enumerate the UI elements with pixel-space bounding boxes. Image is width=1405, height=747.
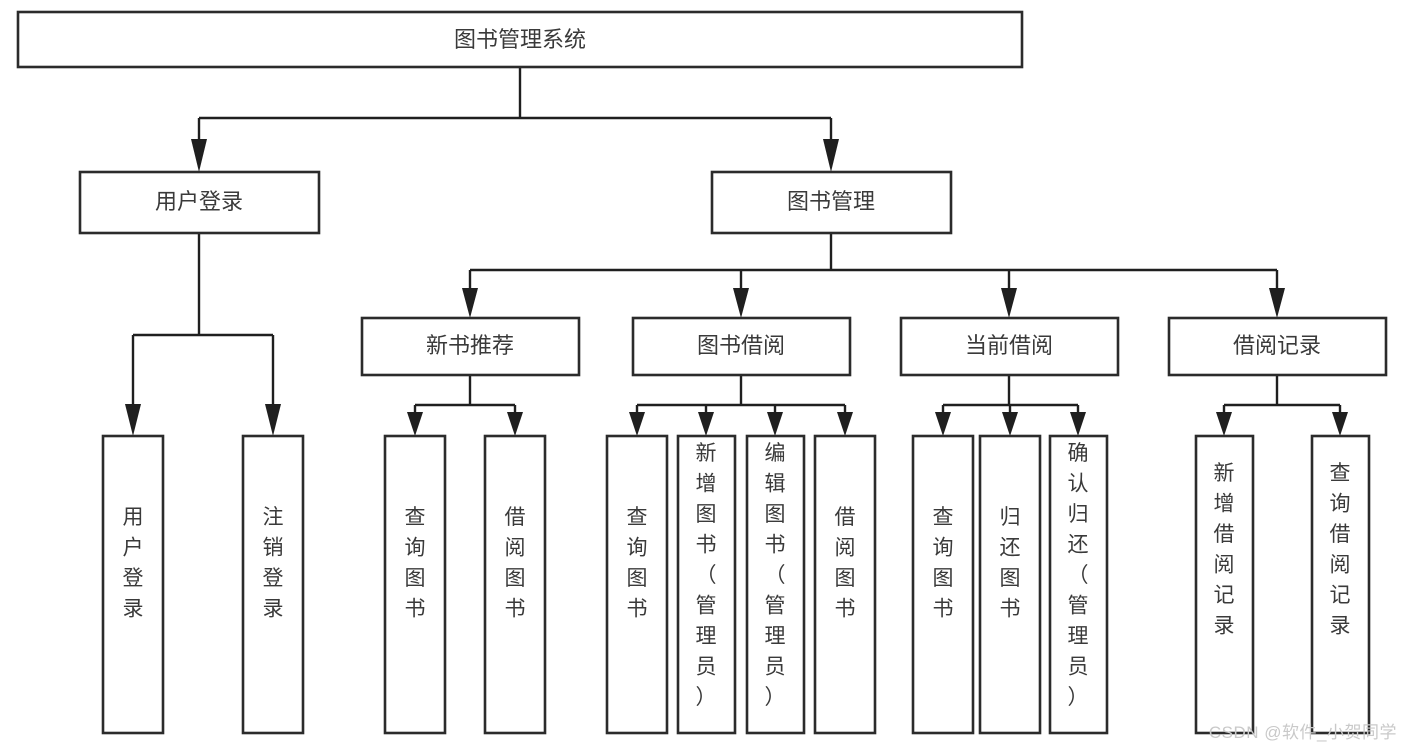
node-leaf-borrow-book-1[interactable]: 借阅图书 xyxy=(483,434,547,735)
arrowhead-new-book-rec xyxy=(462,288,478,318)
node-root-label: 图书管理系统 xyxy=(454,27,586,52)
node-leaf-borrow-book-2[interactable]: 借阅图书 xyxy=(813,434,877,735)
node-new-book-rec-box[interactable] xyxy=(360,316,581,377)
node-leaf-confirm-return[interactable]: 确认归还（管理员） xyxy=(1048,434,1109,735)
node-leaf-add-record-label: 新增借阅记录 xyxy=(1214,462,1235,638)
node-leaf-edit-book-label: 编辑图书（管理员） xyxy=(765,442,786,709)
arrowhead-leaf-return-book xyxy=(1002,412,1018,436)
node-leaf-edit-book-box[interactable] xyxy=(745,434,806,735)
arrowhead-leaf-user-login xyxy=(125,404,141,436)
arrowhead-leaf-add-book xyxy=(698,412,714,436)
node-user-login[interactable]: 用户登录 xyxy=(78,170,321,235)
node-leaf-add-record[interactable]: 新增借阅记录 xyxy=(1194,434,1255,735)
node-leaf-query-record[interactable]: 查询借阅记录 xyxy=(1310,434,1371,735)
node-root[interactable]: 图书管理系统 xyxy=(16,10,1024,69)
node-leaf-query-book-3[interactable]: 查询图书 xyxy=(911,434,975,735)
arrowhead-leaf-confirm-return xyxy=(1070,412,1086,436)
node-leaf-query-book-1[interactable]: 查询图书 xyxy=(383,434,447,735)
node-leaf-return-book-label: 归还图书 xyxy=(1000,506,1021,621)
arrowhead-leaf-query-book-2 xyxy=(629,412,645,436)
arrowhead-leaf-borrow-book-1 xyxy=(507,412,523,436)
node-leaf-return-book[interactable]: 归还图书 xyxy=(978,434,1042,735)
node-leaf-query-book-1-label: 查询图书 xyxy=(405,506,426,621)
arrowhead-leaf-borrow-book-2 xyxy=(837,412,853,436)
node-book-borrow-label: 图书借阅 xyxy=(697,333,785,358)
arrowhead-leaf-edit-book xyxy=(767,412,783,436)
node-leaf-logout[interactable]: 注销登录 xyxy=(241,434,305,735)
node-leaf-logout-label: 注销登录 xyxy=(263,506,284,621)
csdn-watermark: CSDN @软件_小贺同学 xyxy=(1208,723,1397,742)
node-leaf-user-login-label: 用户登录 xyxy=(123,506,144,621)
node-leaf-return-book-box[interactable] xyxy=(978,434,1042,735)
arrowhead-leaf-query-book-1 xyxy=(407,412,423,436)
node-leaf-borrow-book-1-box[interactable] xyxy=(483,434,547,735)
node-current-borrow-label: 当前借阅 xyxy=(965,333,1053,358)
node-current-borrow-box[interactable] xyxy=(899,316,1120,377)
node-leaf-edit-book[interactable]: 编辑图书（管理员） xyxy=(745,434,806,735)
node-current-borrow[interactable]: 当前借阅 xyxy=(899,316,1120,377)
node-leaf-user-login[interactable]: 用户登录 xyxy=(101,434,165,735)
node-leaf-query-book-1-box[interactable] xyxy=(383,434,447,735)
edge-layer xyxy=(125,67,1348,436)
node-leaf-query-book-2[interactable]: 查询图书 xyxy=(605,434,669,735)
arrowhead-leaf-logout xyxy=(265,404,281,436)
node-leaf-borrow-book-2-label: 借阅图书 xyxy=(835,506,856,621)
node-book-borrow[interactable]: 图书借阅 xyxy=(631,316,852,377)
node-borrow-record[interactable]: 借阅记录 xyxy=(1167,316,1388,377)
arrowhead-current-borrow xyxy=(1001,288,1017,318)
arrowhead-leaf-query-record xyxy=(1332,412,1348,436)
node-book-borrow-box[interactable] xyxy=(631,316,852,377)
node-leaf-logout-box[interactable] xyxy=(241,434,305,735)
node-leaf-query-book-2-box[interactable] xyxy=(605,434,669,735)
node-leaf-query-record-label: 查询借阅记录 xyxy=(1330,462,1351,638)
node-leaf-borrow-book-2-box[interactable] xyxy=(813,434,877,735)
arrowhead-user-login xyxy=(191,139,207,172)
node-book-manage[interactable]: 图书管理 xyxy=(710,170,953,235)
node-new-book-rec-label: 新书推荐 xyxy=(426,333,514,358)
node-leaf-add-record-box[interactable] xyxy=(1194,434,1255,735)
node-leaf-query-record-box[interactable] xyxy=(1310,434,1371,735)
node-leaf-query-book-3-label: 查询图书 xyxy=(933,506,954,621)
node-root-box[interactable] xyxy=(16,10,1024,69)
node-user-login-label: 用户登录 xyxy=(155,189,243,214)
node-leaf-borrow-book-1-label: 借阅图书 xyxy=(505,506,526,621)
node-borrow-record-box[interactable] xyxy=(1167,316,1388,377)
node-leaf-user-login-box[interactable] xyxy=(101,434,165,735)
node-book-manage-box[interactable] xyxy=(710,170,953,235)
arrowhead-leaf-query-book-3 xyxy=(935,412,951,436)
node-leaf-add-book-label: 新增图书（管理员） xyxy=(696,442,717,709)
node-borrow-record-label: 借阅记录 xyxy=(1233,333,1321,358)
node-leaf-query-book-3-box[interactable] xyxy=(911,434,975,735)
node-leaf-query-book-2-label: 查询图书 xyxy=(627,506,648,621)
node-leaf-confirm-return-label: 确认归还（管理员） xyxy=(1068,442,1089,709)
arrowhead-book-manage xyxy=(823,139,839,172)
node-leaf-add-book-box[interactable] xyxy=(676,434,737,735)
node-user-login-box[interactable] xyxy=(78,170,321,235)
arrowhead-book-borrow xyxy=(733,288,749,318)
node-leaf-confirm-return-box[interactable] xyxy=(1048,434,1109,735)
arrowhead-leaf-add-record xyxy=(1216,412,1232,436)
node-book-manage-label: 图书管理 xyxy=(787,189,875,214)
node-leaf-add-book[interactable]: 新增图书（管理员） xyxy=(676,434,737,735)
node-new-book-rec[interactable]: 新书推荐 xyxy=(360,316,581,377)
arrowhead-borrow-record xyxy=(1269,288,1285,318)
